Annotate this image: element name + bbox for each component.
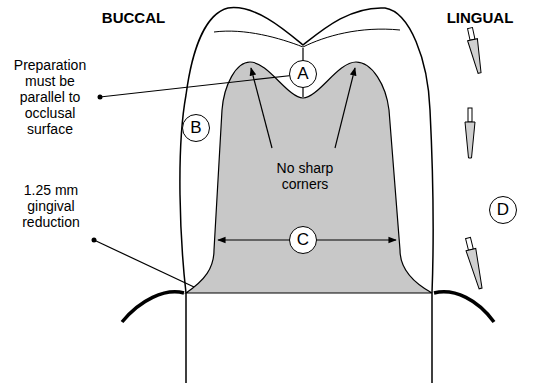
note-text: Preparation must be parallel to occlusal… xyxy=(4,57,96,137)
pointer-arrow xyxy=(335,68,355,148)
leader-line xyxy=(100,75,296,97)
note-text: 1.25 mm gingival reduction xyxy=(10,182,92,230)
diamond-bur xyxy=(463,27,485,290)
callout-circle: B xyxy=(182,114,210,142)
root-outline xyxy=(186,293,432,383)
gingiva xyxy=(122,292,184,322)
side-label: BUCCAL xyxy=(96,10,171,26)
crown-preparation xyxy=(186,62,432,293)
crown-outline xyxy=(180,8,433,293)
callout-letter: C xyxy=(297,230,309,250)
note-text: No sharp corners xyxy=(257,160,353,192)
callout-letter: A xyxy=(297,64,308,84)
callout-circle: D xyxy=(489,196,517,224)
cusp-ridge xyxy=(214,29,400,47)
side-label: LINGUAL xyxy=(440,10,520,26)
callout-circle: C xyxy=(289,226,317,254)
leader-line xyxy=(94,240,194,287)
callout-letter: B xyxy=(190,118,201,138)
callout-letter: D xyxy=(497,200,509,220)
pointer-arrow xyxy=(251,68,272,148)
gingiva xyxy=(434,292,494,322)
callout-circle: A xyxy=(289,60,317,88)
